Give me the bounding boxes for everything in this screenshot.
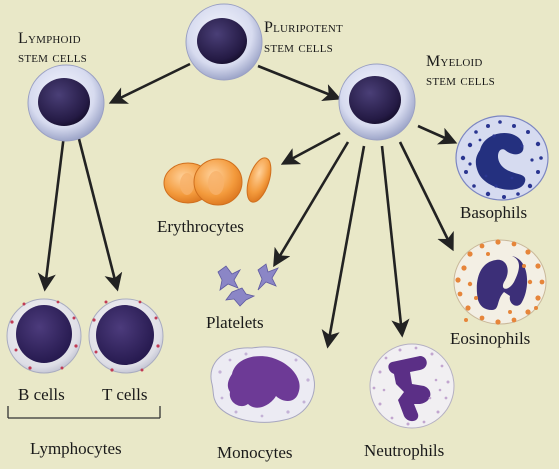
eosinophil-cell (453, 239, 547, 325)
arrow-pluripotent-to-lymphoid (108, 62, 191, 104)
arrow-lymphoid-to-tcell (76, 134, 123, 292)
eosinophils-label: Eosinophils (450, 329, 531, 348)
lymphocytes-label: Lymphocytes (30, 439, 122, 458)
monocyte-cell (210, 346, 315, 423)
b-cell (6, 298, 82, 374)
arrow-myeloid-to-platelets (273, 141, 350, 268)
neutrophil-cell (369, 343, 455, 429)
b-cells-label: B cells (18, 385, 65, 404)
platelets-label: Platelets (206, 313, 264, 332)
platelets-cells (217, 263, 279, 307)
basophils-label: Basophils (460, 203, 528, 222)
arrow-pluripotent-to-myeloid (257, 64, 342, 102)
arrow-myeloid-to-neutrophils (380, 145, 410, 338)
myeloid-label-line1: Myeloid (426, 53, 483, 70)
lymphoid-label-line1: Lymphoid (18, 30, 81, 47)
erythrocytes-cells (163, 157, 272, 206)
pluripotent-label-line1: Pluripotent (264, 19, 343, 36)
lymphocytes-bracket (7, 406, 161, 419)
pluripotent-stem-cell (185, 3, 263, 81)
t-cells-label: T cells (102, 385, 148, 404)
neutrophils-label: Neutrophils (364, 441, 445, 460)
arrow-lymphoid-to-bcell (37, 134, 66, 292)
arrow-myeloid-to-monocytes (321, 145, 366, 349)
lymphoid-label-line2: stem cells (18, 49, 87, 66)
arrow-myeloid-to-eosinophils (398, 141, 454, 252)
t-cell (88, 298, 164, 374)
monocytes-label: Monocytes (217, 443, 293, 462)
myeloid-stem-cell (338, 63, 416, 141)
erythrocytes-label: Erythrocytes (157, 217, 244, 236)
arrow-myeloid-to-basophils (417, 124, 458, 145)
arrows (37, 62, 458, 349)
basophil-cell (455, 115, 549, 201)
pluripotent-label-line2: stem cells (264, 39, 333, 56)
myeloid-label-line2: stem cells (426, 72, 495, 89)
arrow-myeloid-to-erythrocytes (280, 131, 341, 165)
lymphoid-stem-cell (27, 64, 105, 142)
